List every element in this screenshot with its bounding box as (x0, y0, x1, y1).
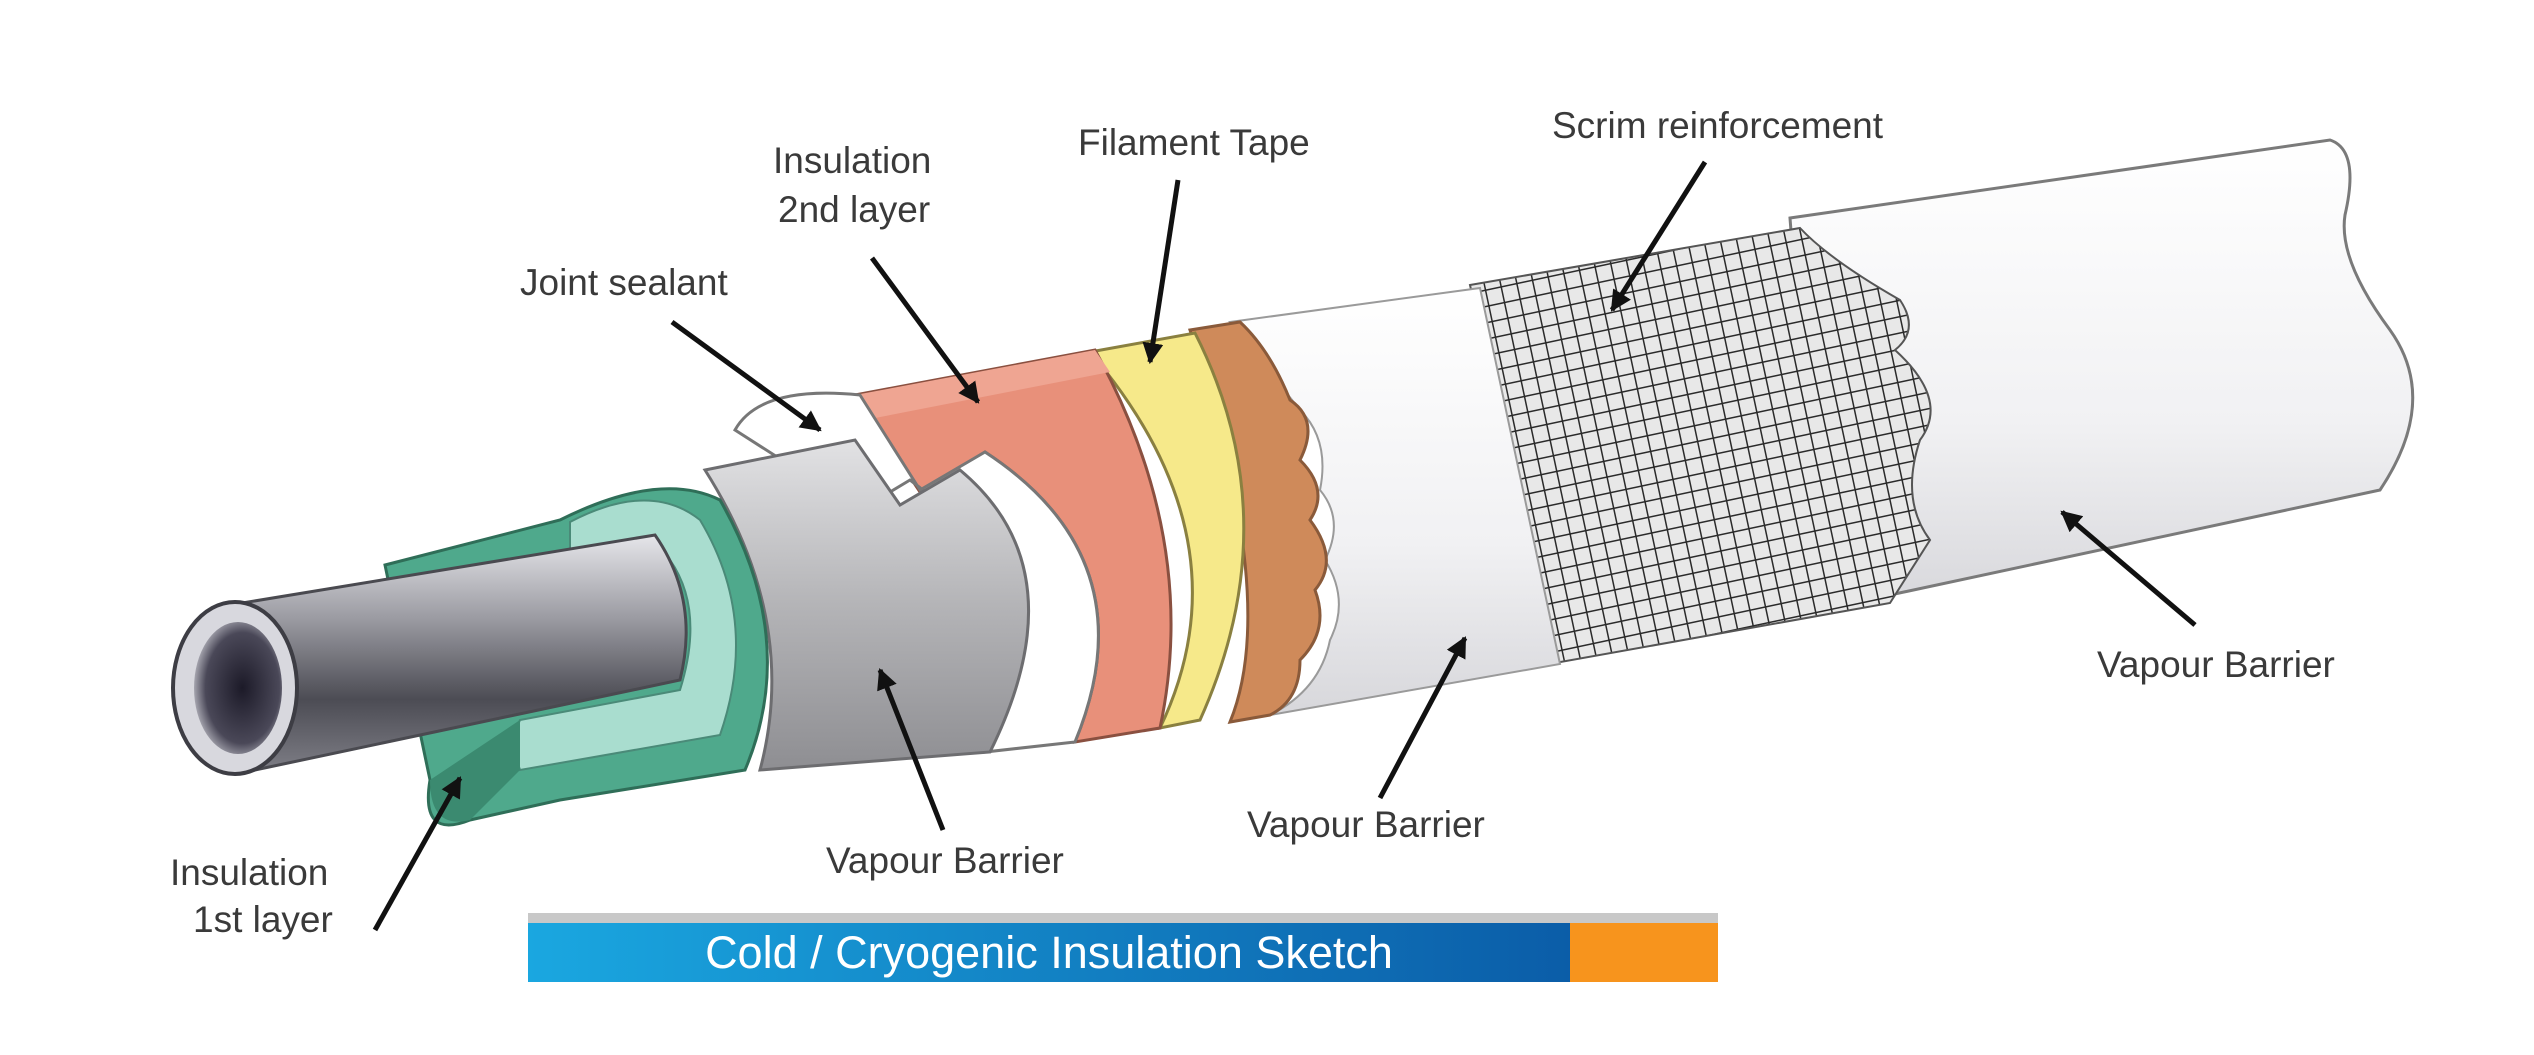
banner-title: Cold / Cryogenic Insulation Sketch (705, 927, 1393, 978)
label-vapour-barrier-outer: Vapour Barrier (2097, 644, 2335, 685)
arrow-filament-tape (1142, 179, 1181, 365)
arrow-insulation-1st (372, 776, 463, 932)
label-filament-tape: Filament Tape (1078, 122, 1310, 163)
arrow-vapour-outer (2060, 510, 2197, 627)
steel-pipe-body (228, 533, 688, 772)
insulation-2nd-layer-top (855, 350, 1110, 418)
middle-vapour-barrier-band (1228, 286, 1562, 716)
label-vapour-barrier-middle: Vapour Barrier (1247, 804, 1485, 845)
label-vapour-barrier-inner: Vapour Barrier (826, 840, 1064, 881)
label-insulation-1st-line2: 1st layer (193, 899, 333, 940)
steel-pipe-bore (194, 622, 282, 754)
scrim-mesh-band (1468, 226, 1932, 665)
banner-blue-bar (528, 923, 1570, 982)
title-banner: Cold / Cryogenic Insulation Sketch (528, 913, 1718, 982)
label-joint-sealant: Joint sealant (520, 262, 728, 303)
label-insulation-2nd-line1: Insulation (773, 140, 931, 181)
arrow-insulation-2nd (869, 256, 981, 404)
filament-tape-ring (1087, 331, 1246, 731)
label-insulation-1st-line1: Insulation (170, 852, 328, 893)
label-insulation-2nd-line2: 2nd layer (778, 189, 930, 230)
arrow-joint-sealant (670, 319, 822, 433)
banner-orange-block (1570, 923, 1718, 982)
banner-top-rule (528, 913, 1718, 923)
arrow-vapour-middle (1377, 636, 1468, 800)
arrow-scrim (1609, 160, 1708, 312)
outer-vapour-barrier-jacket (1788, 138, 2415, 612)
arrow-vapour-inner (877, 668, 946, 831)
label-scrim-reinforcement: Scrim reinforcement (1552, 105, 1884, 146)
